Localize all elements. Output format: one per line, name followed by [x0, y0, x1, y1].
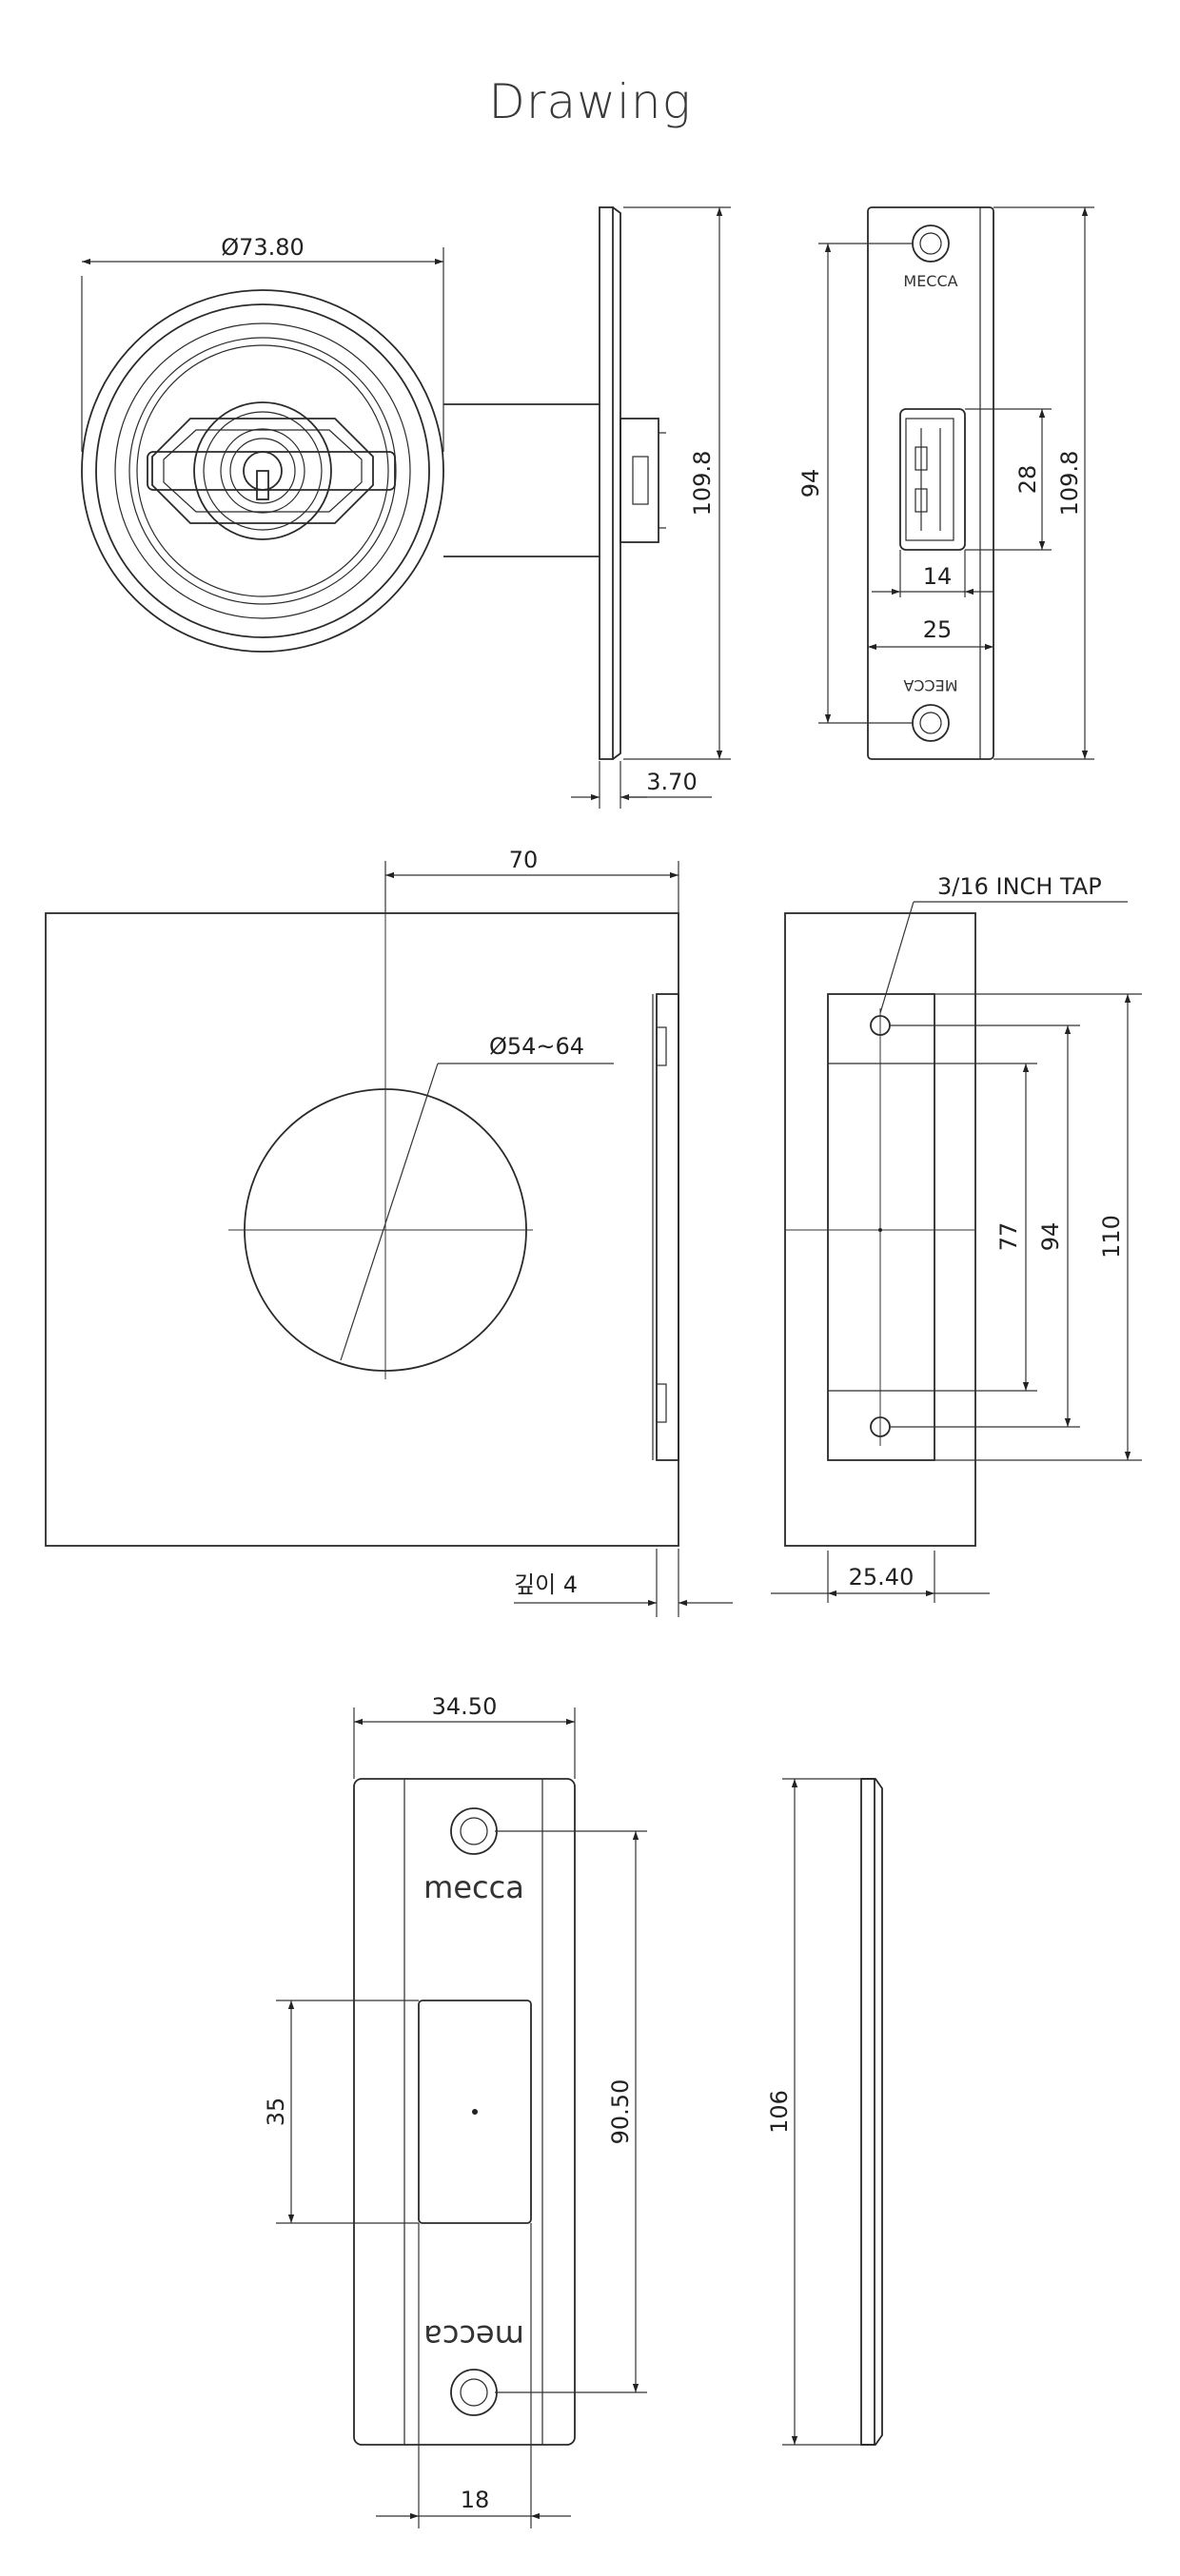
- dim-label-strike-width: 34.50: [432, 1693, 498, 1720]
- dim-faceplate-width: 25: [868, 616, 993, 651]
- dim-label-window-width: 14: [923, 563, 953, 590]
- dim-77: 77: [934, 1063, 1037, 1392]
- dim-label-diameter: Ø73.80: [221, 234, 305, 261]
- dim-label-77: 77: [995, 1222, 1022, 1252]
- dim-label-strike-holes: 90.50: [607, 2079, 634, 2145]
- dim-window-height: 28: [965, 408, 1052, 551]
- dim-label-faceplate-height: 109.8: [1056, 451, 1083, 517]
- dim-diameter: Ø73.80: [81, 234, 444, 452]
- door-edge-view: 3/16 INCH TAP: [784, 873, 1128, 1547]
- dim-strike-width: 34.50: [353, 1693, 576, 1779]
- dim-side-height: 109.8: [623, 206, 731, 760]
- dim-label-window-height: 28: [1014, 465, 1041, 495]
- dim-94: 94: [890, 1025, 1080, 1428]
- page-title: Drawing: [488, 74, 692, 129]
- dim-label-pocket-height: 35: [263, 2098, 289, 2127]
- dim-depth: 깊이 4: [514, 1549, 733, 1617]
- dim-label-offset: 70: [509, 847, 539, 873]
- faceplate-view: MECCA MECCA: [867, 206, 994, 760]
- dim-strike-side-height: 106: [766, 1778, 861, 2446]
- strike-logo-inverted: mecca: [423, 2318, 524, 2354]
- dim-label-hole-spacing: 94: [797, 469, 824, 498]
- dim-label-strike-side-height: 106: [766, 2090, 793, 2134]
- cylinder-front-view: [81, 289, 600, 653]
- dim-pocket-width: 18: [376, 2223, 571, 2528]
- dim-label-faceplate-width: 25: [923, 616, 953, 643]
- dim-label-depth: 깊이 4: [514, 1571, 578, 1598]
- dim-label-pocket-width: 18: [461, 2487, 490, 2513]
- dim-label-thickness: 3.70: [646, 769, 697, 795]
- dim-faceplate-height: 109.8: [993, 206, 1094, 760]
- dim-label-110: 110: [1098, 1215, 1125, 1259]
- tap-note: 3/16 INCH TAP: [937, 873, 1102, 900]
- dim-hole-spacing: 94: [797, 243, 914, 724]
- dim-label-edge-width: 25.40: [849, 1564, 914, 1590]
- dim-window-width: 14: [872, 550, 993, 597]
- dim-offset: 70: [384, 847, 679, 913]
- door-front-view: [45, 904, 679, 1547]
- dim-pocket-height: 35: [263, 2000, 419, 2224]
- strike-side-view: [860, 1778, 883, 2446]
- dim-label-bore: Ø54~64: [489, 1033, 584, 1060]
- dim-thickness: 3.70: [571, 761, 712, 809]
- faceplate-logo-inverted: MECCA: [903, 676, 957, 694]
- dim-label-side-height: 109.8: [689, 451, 716, 517]
- dim-strike-holes: 90.50: [495, 1830, 647, 2393]
- cylinder-side-view: [599, 206, 666, 760]
- dim-110: 110: [934, 993, 1142, 1461]
- strike-front-view: mecca mecca: [353, 1778, 576, 2446]
- faceplate-logo: MECCA: [903, 272, 957, 290]
- dim-label-94: 94: [1037, 1222, 1064, 1252]
- strike-logo: mecca: [423, 1869, 524, 1905]
- dim-edge-width: 25.40: [771, 1551, 990, 1603]
